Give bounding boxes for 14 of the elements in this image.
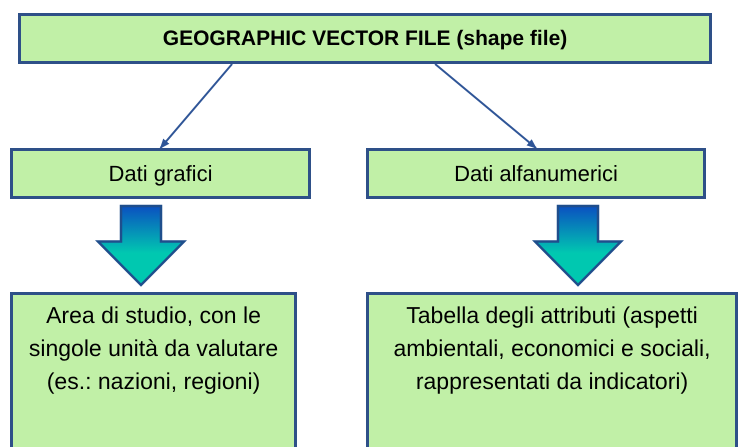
box-text: Area di studio, con le singole unità da valutare (es.: nazioni, regioni) xyxy=(28,301,280,396)
box-text: Dati grafici xyxy=(108,160,212,188)
arrow xyxy=(160,63,233,149)
block-arrow xyxy=(95,204,187,287)
process-box xyxy=(366,292,738,447)
process-box xyxy=(366,148,706,199)
block-arrow xyxy=(532,204,624,287)
process-box xyxy=(18,13,712,64)
box-text: Dati alfanumerici xyxy=(454,160,618,188)
box-text: GEOGRAPHIC VECTOR FILE (shape file) xyxy=(162,26,568,52)
arrow xyxy=(434,63,537,149)
process-box xyxy=(10,292,297,447)
process-box xyxy=(10,148,311,199)
box-text: Tabella degli attributi (aspetti ambientali, economici e sociali, rappresentati da indicatori) xyxy=(392,301,712,396)
